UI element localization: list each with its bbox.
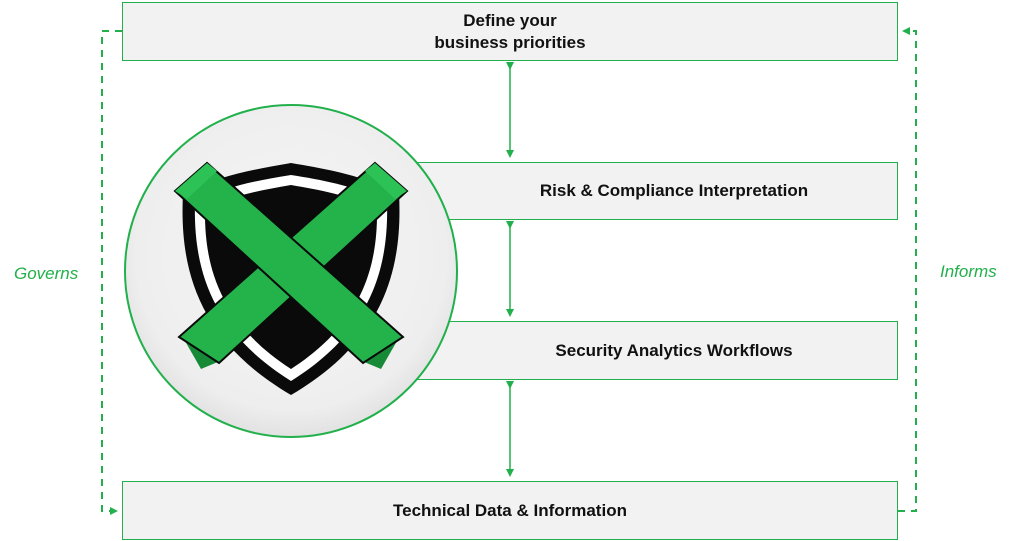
business-priorities-box: Define your business priorities: [122, 2, 898, 61]
risk-compliance-box: Risk & Compliance Interpretation: [410, 162, 898, 220]
security-analytics-label: Security Analytics Workflows: [555, 340, 793, 360]
governs-loop: [101, 30, 122, 515]
shield-x-logo-icon: [121, 101, 461, 441]
informs-loop: [898, 27, 917, 512]
ribbon-2: [173, 161, 405, 365]
ribbon-tip-tl: [175, 163, 217, 199]
technical-data-box: Technical Data & Information: [122, 481, 898, 540]
business-priorities-line1: Define your: [463, 10, 557, 30]
risk-compliance-label: Risk & Compliance Interpretation: [539, 181, 809, 200]
business-priorities-line2: business priorities: [434, 32, 586, 52]
informs-label: Informs: [940, 262, 997, 281]
security-analytics-box: Security Analytics Workflows: [410, 321, 898, 380]
technical-data-label: Technical Data & Information: [393, 500, 627, 520]
ribbon-tip-tr: [365, 163, 407, 199]
governs-label: Governs: [14, 264, 79, 283]
